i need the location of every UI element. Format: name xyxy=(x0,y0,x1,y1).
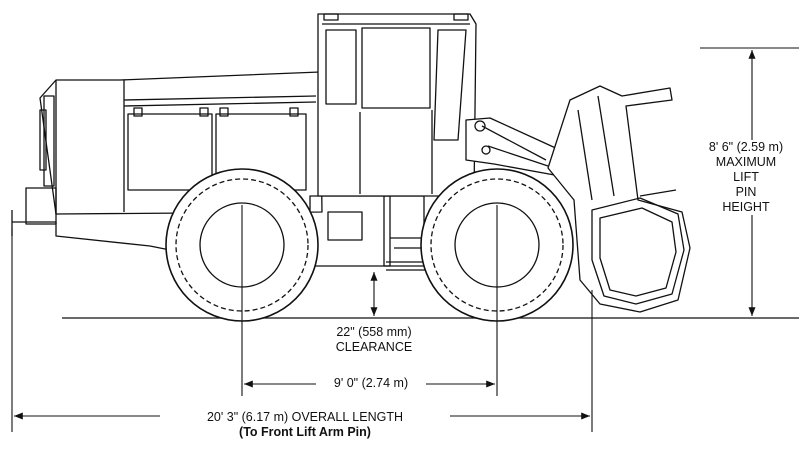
lift-height-value: 8' 6" (2.59 m) xyxy=(708,140,784,154)
clearance-value: 22" (558 mm) xyxy=(336,325,412,339)
side-panels xyxy=(127,107,307,191)
lift-height-line-1: MAXIMUM xyxy=(715,155,777,169)
lift-arm xyxy=(465,117,561,177)
wheelbase-value: 9' 0" (2.74 m) xyxy=(333,376,409,390)
clearance-text: CLEARANCE xyxy=(335,340,413,354)
lift-height-label: 8' 6" (2.59 m) MAXIMUM LIFT PIN HEIGHT xyxy=(696,140,796,215)
mulcher-head xyxy=(547,85,691,313)
lift-height-line-4: HEIGHT xyxy=(722,200,770,214)
overall-length-note: (To Front Lift Arm Pin) xyxy=(239,425,371,439)
clearance-label: 22" (558 mm) CLEARANCE xyxy=(314,325,434,355)
overall-length-value: 20' 3" (6.17 m) OVERALL LENGTH xyxy=(206,410,403,424)
cab xyxy=(317,13,477,197)
lift-height-line-2: LIFT xyxy=(733,170,759,184)
lift-height-line-3: PIN xyxy=(735,185,757,199)
overall-length-label: 20' 3" (6.17 m) OVERALL LENGTH (To Front… xyxy=(160,410,450,440)
wheelbase-label: 9' 0" (2.74 m) xyxy=(316,376,426,391)
